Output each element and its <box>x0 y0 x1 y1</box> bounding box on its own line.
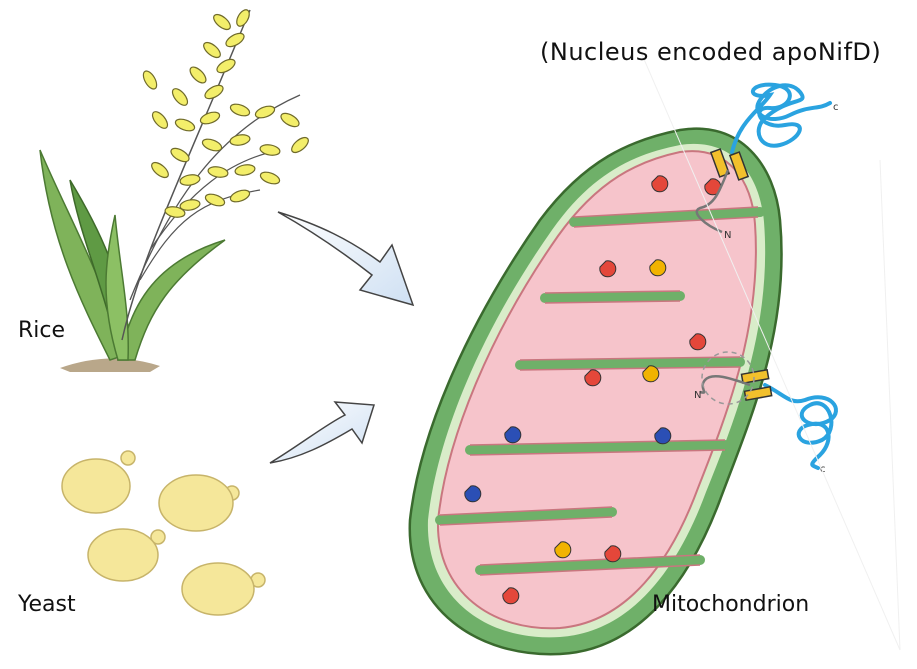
n-terminus-label: N <box>694 390 701 401</box>
dashed-circle <box>701 351 755 405</box>
unfolded-protein-icon <box>730 82 832 154</box>
arrow-icon <box>269 401 375 464</box>
arrow-icon <box>277 211 415 307</box>
rice-plant-icon <box>39 9 309 372</box>
mitochondrion-icon <box>408 127 783 656</box>
mitochondrion-label: Mitochondrion <box>652 592 810 617</box>
transporter-icon <box>709 148 750 181</box>
c-terminus-label: c <box>833 102 839 113</box>
rice-soil <box>60 358 160 372</box>
n-terminus-label: N <box>724 230 731 241</box>
protein-chain <box>695 169 730 234</box>
rice-label: Rice <box>18 318 66 343</box>
c-terminus-label: c <box>820 464 826 475</box>
yeast-cells-icon <box>61 450 266 616</box>
yeast-label: Yeast <box>18 592 76 617</box>
figure-title: (Nucleus encoded apoNifD) <box>540 38 882 66</box>
unfolded-protein-icon <box>763 383 838 470</box>
protein-chain <box>699 374 751 394</box>
